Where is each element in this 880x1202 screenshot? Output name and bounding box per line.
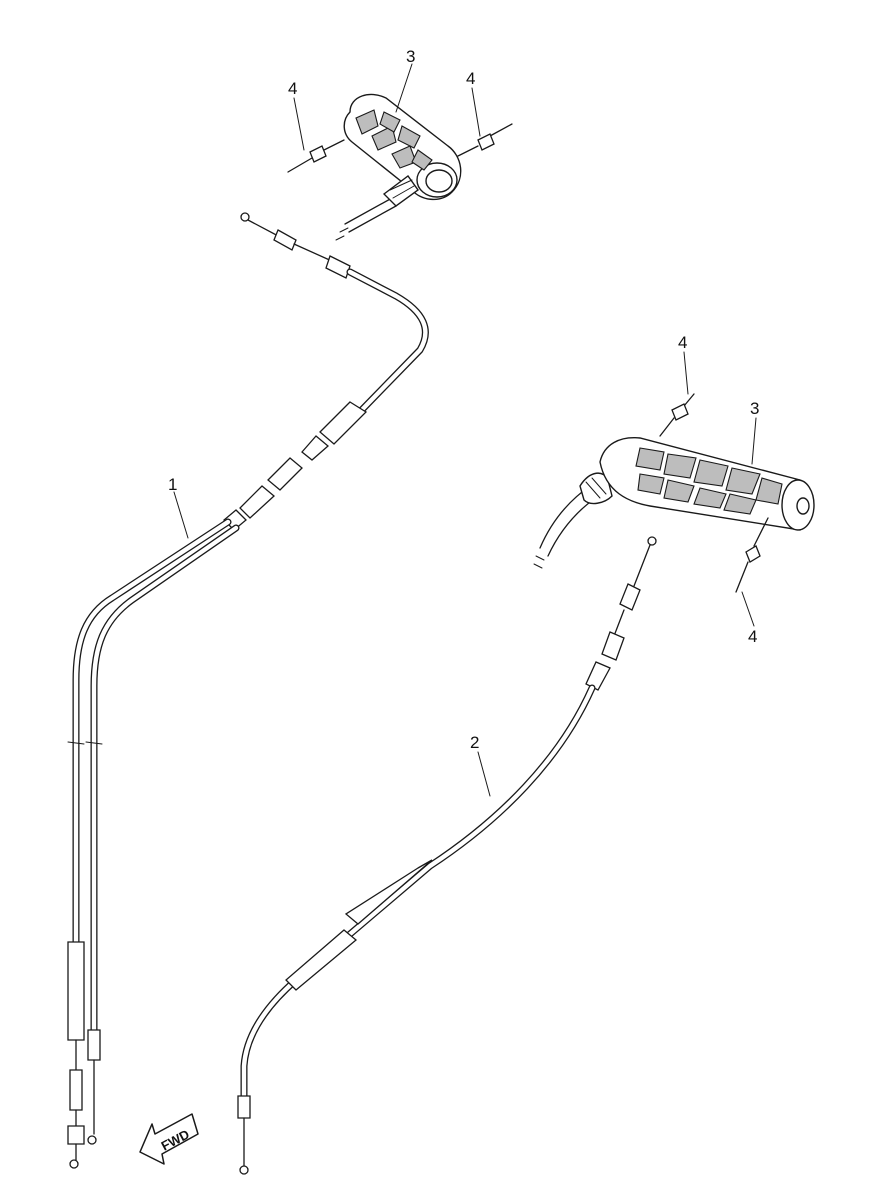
grip-pin-upper-left[interactable] xyxy=(287,139,345,173)
grip-pin-upper-right[interactable] xyxy=(457,123,513,157)
throttle-cable-pair[interactable] xyxy=(67,212,429,1169)
callout-4-right-top: 4 xyxy=(678,333,687,352)
fwd-arrow-icon: FWD xyxy=(139,1113,199,1165)
callout-3-right: 3 xyxy=(750,399,759,418)
callout-3-upper: 3 xyxy=(406,47,415,66)
callout-1: 1 xyxy=(168,475,177,494)
leader-lines xyxy=(173,63,757,797)
callout-4-upper-right: 4 xyxy=(466,69,475,88)
grip-pin-right-bottom[interactable] xyxy=(735,517,769,593)
callout-4-right-bottom: 4 xyxy=(748,627,757,646)
single-cable[interactable] xyxy=(237,536,657,1175)
grip-pin-right-top[interactable] xyxy=(659,393,695,437)
callout-2: 2 xyxy=(470,733,479,752)
upper-grip[interactable] xyxy=(335,93,462,241)
callout-4-upper-left: 4 xyxy=(288,79,297,98)
right-grip[interactable] xyxy=(533,437,815,569)
